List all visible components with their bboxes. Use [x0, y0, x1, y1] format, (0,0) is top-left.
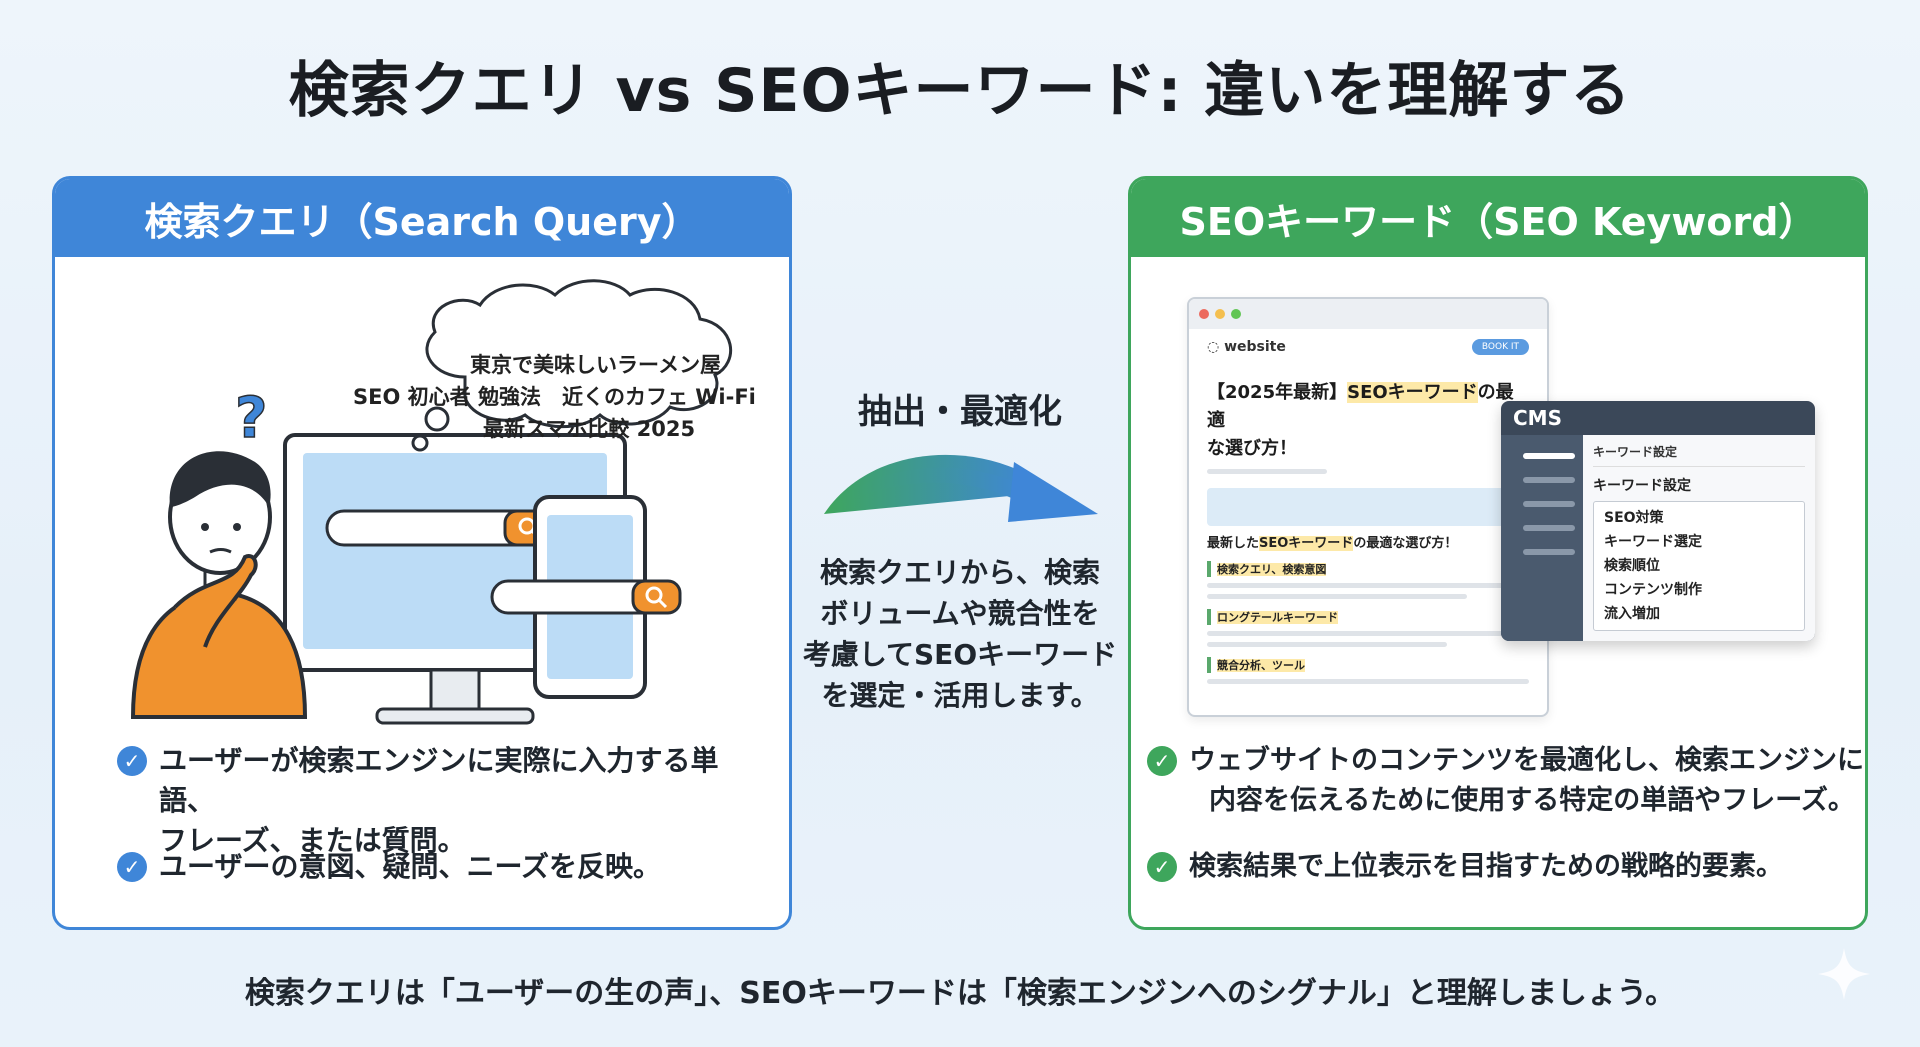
- bullet-line: ユーザーが検索エンジンに実際に入力する単語、: [159, 744, 719, 817]
- search-query-body: ? 東京で美味しいラーメン屋 SEO 初心者 勉強法 近くのカフェ Wi-Fi …: [55, 257, 789, 927]
- seo-keyword-bullet-2: ✓ 検索結果で上位表示を目指すための戦略的要素。: [1147, 847, 1865, 887]
- seo-keyword-header: SEOキーワード（SEO Keyword）: [1131, 179, 1865, 257]
- article-section-tag: ロングテールキーワード: [1207, 609, 1338, 625]
- middle-line: 検索クエリから、検索: [819, 556, 1100, 589]
- bullet-line: ユーザーの意図、疑問、ニーズを反映。: [159, 850, 662, 883]
- check-circle-icon: ✓: [1147, 746, 1177, 776]
- page-title: 検索クエリ vs SEOキーワード: 違いを理解する: [288, 56, 1632, 126]
- placeholder-line: [1207, 642, 1447, 647]
- website-mockup: ◌ website BOOK IT 【2025年最新】SEOキーワードの最適 な…: [1187, 297, 1549, 717]
- bullet-line: 内容を伝えるために使用する特定の単語やフレーズ。: [1209, 785, 1855, 816]
- check-circle-icon: ✓: [117, 746, 147, 776]
- seo-keyword-bullet-1: ✓ ウェブサイトのコンテンツを最適化し、検索エンジンに 内容を伝えるために使用す…: [1147, 741, 1865, 821]
- cloud-query-3: 最新スマホ比較 2025: [483, 417, 696, 441]
- seo-keyword-body: ◌ website BOOK IT 【2025年最新】SEOキーワードの最適 な…: [1131, 257, 1865, 927]
- summary-footer: 検索クエリは「ユーザーの生の声」、SEOキーワードは「検索エンジンへのシグナル」…: [244, 976, 1676, 1011]
- thinking-person-icon: [130, 451, 308, 719]
- cms-section-title: キーワード設定: [1593, 478, 1691, 494]
- article-title-highlight: SEOキーワード: [1347, 382, 1478, 403]
- section-tag-text: ロングテールキーワード: [1217, 611, 1338, 624]
- subheading-highlight: SEOキーワード: [1259, 536, 1354, 551]
- section-tag-text: 競合分析、ツール: [1217, 659, 1305, 672]
- keyword-list-box: SEO対策 キーワード選定 検索順位 コンテンツ制作 流入増加: [1593, 501, 1805, 631]
- seo-keyword-panel: SEOキーワード（SEO Keyword） ◌ website BOOK IT …: [1128, 176, 1868, 930]
- search-query-bullet-2: ✓ ユーザーの意図、疑問、ニーズを反映。: [117, 847, 757, 887]
- cms-title: CMS: [1513, 406, 1562, 430]
- keyword-item: 流入増加: [1604, 606, 1660, 622]
- extract-optimize-label: 抽出・最適化: [858, 392, 1062, 432]
- subheading-part: の最適な選び方！: [1353, 536, 1458, 551]
- article-title-part: 【2025年最新】: [1207, 382, 1348, 403]
- keyword-item: コンテンツ制作: [1604, 582, 1702, 598]
- check-circle-icon: ✓: [1147, 852, 1177, 882]
- article-subheading: 最新したSEOキーワードの最適な選び方！: [1207, 532, 1529, 551]
- search-bar-phone: [490, 579, 682, 615]
- cloud-query-1: 東京で美味しいラーメン屋: [470, 353, 722, 377]
- question-mark-icon: ?: [235, 386, 267, 451]
- placeholder-line: [1207, 583, 1529, 588]
- placeholder-line: [1207, 469, 1327, 474]
- middle-description: 検索クエリから、検索 ボリュームや競合性を 考慮してSEOキーワード を選定・活…: [800, 552, 1120, 716]
- keyword-item: 検索順位: [1604, 558, 1660, 574]
- placeholder-line: [1207, 631, 1529, 636]
- cms-sidebar-item: [1523, 453, 1575, 459]
- search-query-illustration: ?: [130, 279, 732, 725]
- placeholder-line: [1207, 679, 1529, 684]
- cms-window: CMS キーワード設定 キーワード設定 SEO対策 キーワード選定 検索順位 コ…: [1501, 401, 1815, 641]
- curved-arrow-icon: [824, 454, 1098, 522]
- cms-breadcrumb: キーワード設定: [1593, 443, 1805, 467]
- search-bar-monitor: [325, 509, 555, 547]
- cms-sidebar: [1501, 435, 1583, 641]
- site-cta-button: BOOK IT: [1471, 339, 1529, 355]
- check-circle-icon: ✓: [117, 852, 147, 882]
- article-title: 【2025年最新】SEOキーワードの最適 な選び方！: [1207, 379, 1529, 463]
- article-title-part: な選び方！: [1207, 438, 1297, 459]
- middle-line: 考慮してSEOキーワード: [802, 638, 1118, 671]
- middle-line: を選定・活用します。: [821, 679, 1099, 712]
- search-query-header: 検索クエリ（Search Query）: [55, 179, 789, 257]
- thought-cloud: [411, 279, 732, 452]
- site-logo: ◌ website: [1207, 339, 1286, 355]
- site-header: ◌ website BOOK IT: [1189, 329, 1547, 365]
- cms-sidebar-item: [1523, 525, 1575, 531]
- middle-line: ボリュームや競合性を: [820, 597, 1100, 630]
- bullet-line: フレーズ、または質問。: [159, 824, 466, 857]
- browser-titlebar: [1189, 299, 1547, 329]
- cms-main: キーワード設定 キーワード設定 SEO対策 キーワード選定 検索順位 コンテンツ…: [1583, 435, 1815, 641]
- keyword-item: SEO対策: [1604, 510, 1664, 526]
- cms-sidebar-item: [1523, 549, 1575, 555]
- section-tag-text: 検索クエリ、検索意図: [1217, 563, 1327, 576]
- maximize-dot-icon: [1231, 309, 1241, 319]
- article-title-part: の最適: [1207, 382, 1514, 431]
- search-query-bullet-1: ✓ ユーザーが検索エンジンに実際に入力する単語、 フレーズ、または質問。: [117, 741, 757, 861]
- search-query-panel: 検索クエリ（Search Query）: [52, 176, 792, 930]
- article-section-tag: 検索クエリ、検索意図: [1207, 561, 1327, 577]
- site-name: website: [1224, 339, 1286, 355]
- sparkle-icon: [1818, 948, 1870, 1000]
- cms-sidebar-item: [1523, 477, 1575, 483]
- minimize-dot-icon: [1215, 309, 1225, 319]
- subheading-part: 最新した: [1207, 536, 1260, 551]
- keyword-item: キーワード選定: [1604, 534, 1702, 550]
- placeholder-line: [1207, 594, 1467, 599]
- cms-sidebar-item: [1523, 501, 1575, 507]
- bullet-line: ウェブサイトのコンテンツを最適化し、検索エンジンに: [1189, 745, 1864, 776]
- cloud-query-2: SEO 初心者 勉強法 近くのカフェ Wi-Fi: [353, 385, 756, 409]
- article-section-tag: 競合分析、ツール: [1207, 657, 1305, 673]
- close-dot-icon: [1199, 309, 1209, 319]
- hero-placeholder: [1207, 488, 1529, 526]
- bullet-line: 検索結果で上位表示を目指すための戦略的要素。: [1189, 851, 1783, 882]
